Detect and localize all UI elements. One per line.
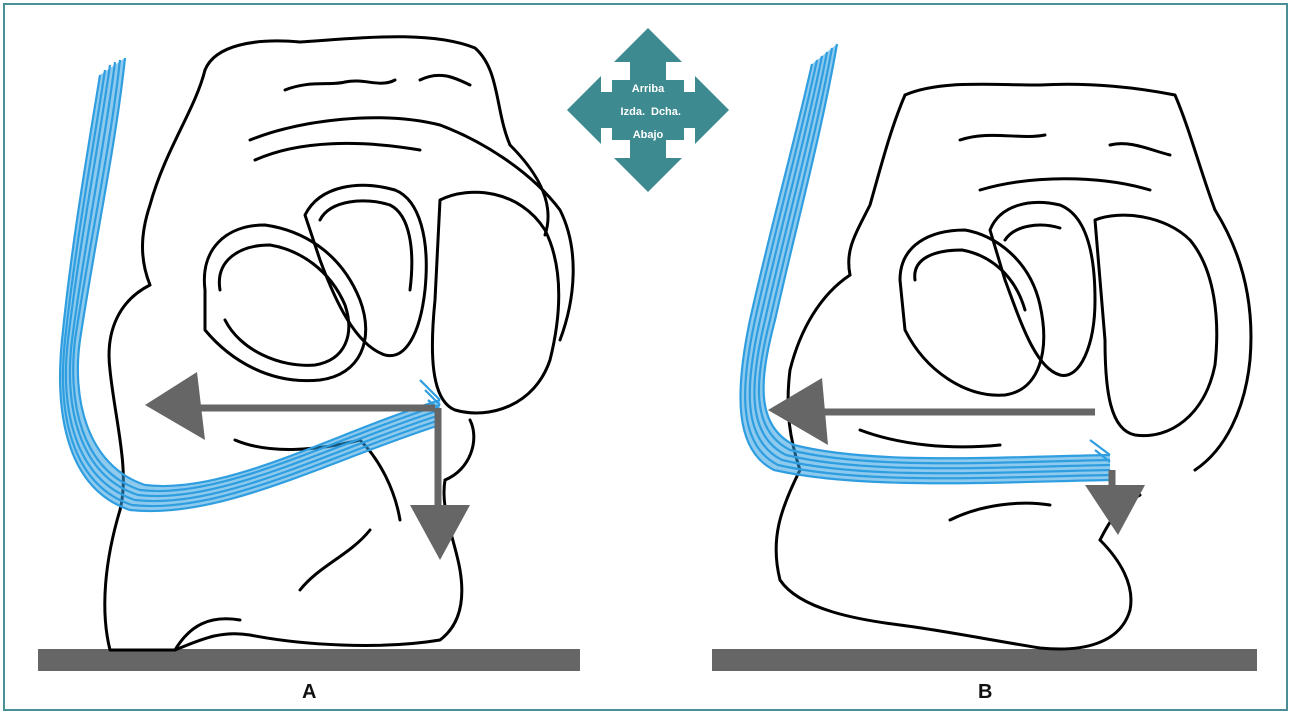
tendon-a-fill [60, 58, 440, 511]
ground-bar-a [38, 649, 580, 671]
panel-label-a: A [302, 681, 316, 704]
panel-b-drawing [712, 44, 1257, 671]
force-arrowhead-vertical-a [410, 505, 470, 560]
force-arrowhead-horizontal-a [145, 372, 205, 440]
direction-compass: Arriba Izda. Dcha. Abajo [567, 28, 729, 192]
bones-b [776, 84, 1251, 649]
compass-label-down: Abajo [633, 129, 664, 141]
ground-bar-b [712, 649, 1257, 671]
compass-label-up: Arriba [632, 83, 665, 95]
bones-a [105, 37, 573, 650]
compass-label-right: Dcha. [651, 106, 681, 118]
panel-a-drawing [38, 37, 580, 671]
compass-arrow-up [614, 28, 682, 80]
compass-arrow-down [614, 140, 682, 192]
panel-label-b: B [978, 681, 992, 704]
compass-label-left: Izda. [621, 106, 645, 118]
force-arrowhead-vertical-b [1085, 485, 1145, 535]
